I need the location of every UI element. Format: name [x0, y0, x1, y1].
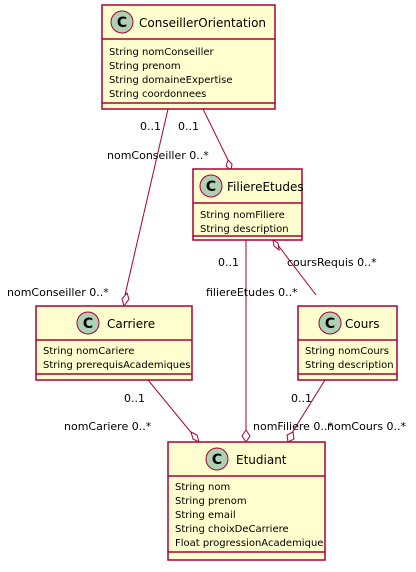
role-label: nomFiliere 0..* [253, 420, 333, 433]
multiplicity-label: 0..1 [124, 392, 145, 405]
class-badge-icon [110, 10, 134, 34]
class-attribute: String description [305, 360, 394, 371]
edge-cours-etudiant [289, 379, 326, 437]
role-label: coursRequis 0..* [287, 256, 377, 269]
multiplicity-label: 0..1 [140, 120, 161, 133]
class-name: ConseillerOrientation [139, 16, 266, 30]
class-attribute: String prenom [175, 496, 247, 507]
aggregation-diamond-etudiant-cours [286, 431, 295, 443]
role-label: nomCours 0..* [327, 420, 407, 433]
class-attribute: String nomFiliere [200, 210, 285, 221]
class-attribute: String nomCariere [43, 346, 134, 357]
class-attribute: String prenom [109, 61, 181, 72]
class-name: Carriere [107, 317, 155, 331]
class-attribute: String nomCours [305, 346, 389, 357]
class-carriere[interactable]: C Carriere String nomCariere String prer… [35, 305, 193, 381]
class-attribute: String choixDeCarriere [175, 524, 289, 535]
class-badge-icon [199, 174, 223, 198]
edge-carriere-etudiant [147, 379, 195, 437]
aggregation-diamond-etudiant-filiere [241, 429, 251, 443]
multiplicity-label: 0..1 [178, 120, 199, 133]
class-etudiant[interactable]: C Etudiant String nom String prenom Stri… [167, 441, 326, 561]
class-badge-letter: C [83, 316, 93, 332]
class-badge-letter: C [117, 15, 127, 31]
edge-conseiller-filiere [202, 108, 229, 161]
class-cours[interactable]: C Cours String nomCours String descripti… [297, 305, 398, 381]
class-attribute: String description [200, 224, 289, 235]
multiplicity-labels: 0..1 0..1 nomConseiller 0..* 0..1 coursR… [7, 120, 407, 433]
aggregation-diamond-carriere [121, 291, 130, 308]
class-attribute: Float progressionAcademique [175, 538, 323, 549]
aggregation-diamond-etudiant-carriere [190, 431, 200, 443]
class-name: Etudiant [236, 453, 287, 467]
edge-filiere-cours [273, 239, 317, 296]
aggregation-diamond-cours [272, 239, 280, 252]
class-attribute: String email [175, 510, 236, 521]
class-attribute: String domaineExpertise [109, 75, 233, 86]
class-attribute: String prerequisAcademiques [43, 360, 191, 371]
class-badge-icon [76, 311, 100, 335]
class-attribute: String nom [175, 482, 230, 493]
multiplicity-label: 0..1 [218, 256, 239, 269]
class-attribute: String coordonnees [109, 89, 206, 100]
class-badge-letter: C [212, 452, 222, 468]
role-label: nomConseiller 0..* [107, 149, 209, 162]
role-label: filiereEtudes 0..* [206, 286, 298, 299]
class-name: Cours [345, 317, 380, 331]
class-badge-icon [318, 311, 342, 335]
class-conseiller-orientation[interactable]: C ConseillerOrientation String nomConsei… [101, 4, 276, 110]
role-label: nomCariere 0..* [64, 420, 152, 433]
class-badge-letter: C [206, 179, 216, 195]
class-filiere-etudes[interactable]: C FiliereEtudes String nomFiliere String… [192, 168, 304, 241]
class-badge-icon [205, 447, 229, 471]
role-label: nomConseiller 0..* [7, 286, 109, 299]
class-badge-letter: C [325, 316, 335, 332]
edge-conseiller-carriere [124, 108, 169, 296]
class-name: FiliereEtudes [227, 180, 304, 194]
class-attribute: String nomConseiller [109, 47, 215, 58]
multiplicity-label: 0..1 [291, 392, 312, 405]
